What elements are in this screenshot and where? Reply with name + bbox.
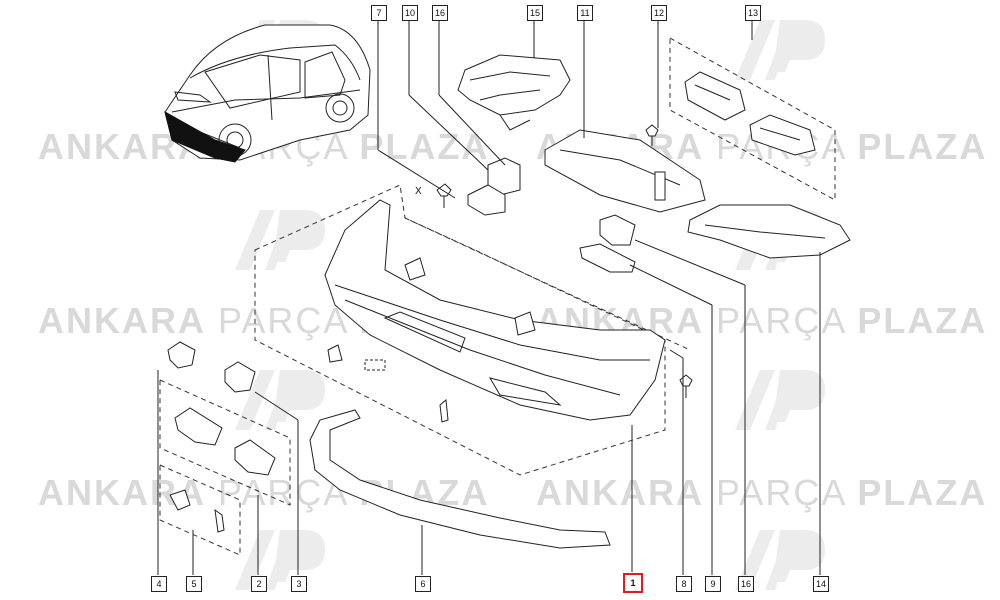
callout-15[interactable]: 15 bbox=[527, 5, 543, 21]
deflector-parts-13 bbox=[684, 71, 816, 156]
callout-6[interactable]: 6 bbox=[415, 576, 431, 592]
callout-11[interactable]: 11 bbox=[577, 5, 593, 21]
brackets-9-16 bbox=[467, 157, 636, 273]
watermark-row-3-right: ANKARA PARÇA PLAZA bbox=[536, 472, 988, 513]
car-illustration bbox=[164, 24, 371, 163]
callout-5[interactable]: 5 bbox=[186, 576, 202, 592]
callout-16-bottom[interactable]: 16 bbox=[738, 576, 754, 592]
callout-3[interactable]: 3 bbox=[291, 576, 307, 592]
leader-lines bbox=[157, 20, 821, 575]
callout-8[interactable]: 8 bbox=[676, 576, 692, 592]
callout-7[interactable]: 7 bbox=[371, 5, 387, 21]
callout-10[interactable]: 10 bbox=[402, 5, 418, 21]
lower-shield-11 bbox=[544, 129, 706, 213]
callout-1-highlighted[interactable]: 1 bbox=[623, 573, 643, 593]
callout-4[interactable]: 4 bbox=[151, 576, 167, 592]
front-bumper-1 bbox=[324, 199, 666, 423]
reference-x-marker: X bbox=[415, 186, 422, 197]
callout-14[interactable]: 14 bbox=[813, 576, 829, 592]
callout-12[interactable]: 12 bbox=[651, 5, 667, 21]
engine-undertray-15 bbox=[457, 54, 571, 131]
side-clips-2-3-4-5 bbox=[167, 341, 276, 533]
callout-13[interactable]: 13 bbox=[745, 5, 761, 21]
callout-2[interactable]: 2 bbox=[251, 576, 267, 592]
callout-16-top[interactable]: 16 bbox=[432, 5, 448, 21]
bumper-lip-6 bbox=[309, 409, 611, 549]
side-shield-14 bbox=[687, 204, 851, 259]
callout-9[interactable]: 9 bbox=[705, 576, 721, 592]
